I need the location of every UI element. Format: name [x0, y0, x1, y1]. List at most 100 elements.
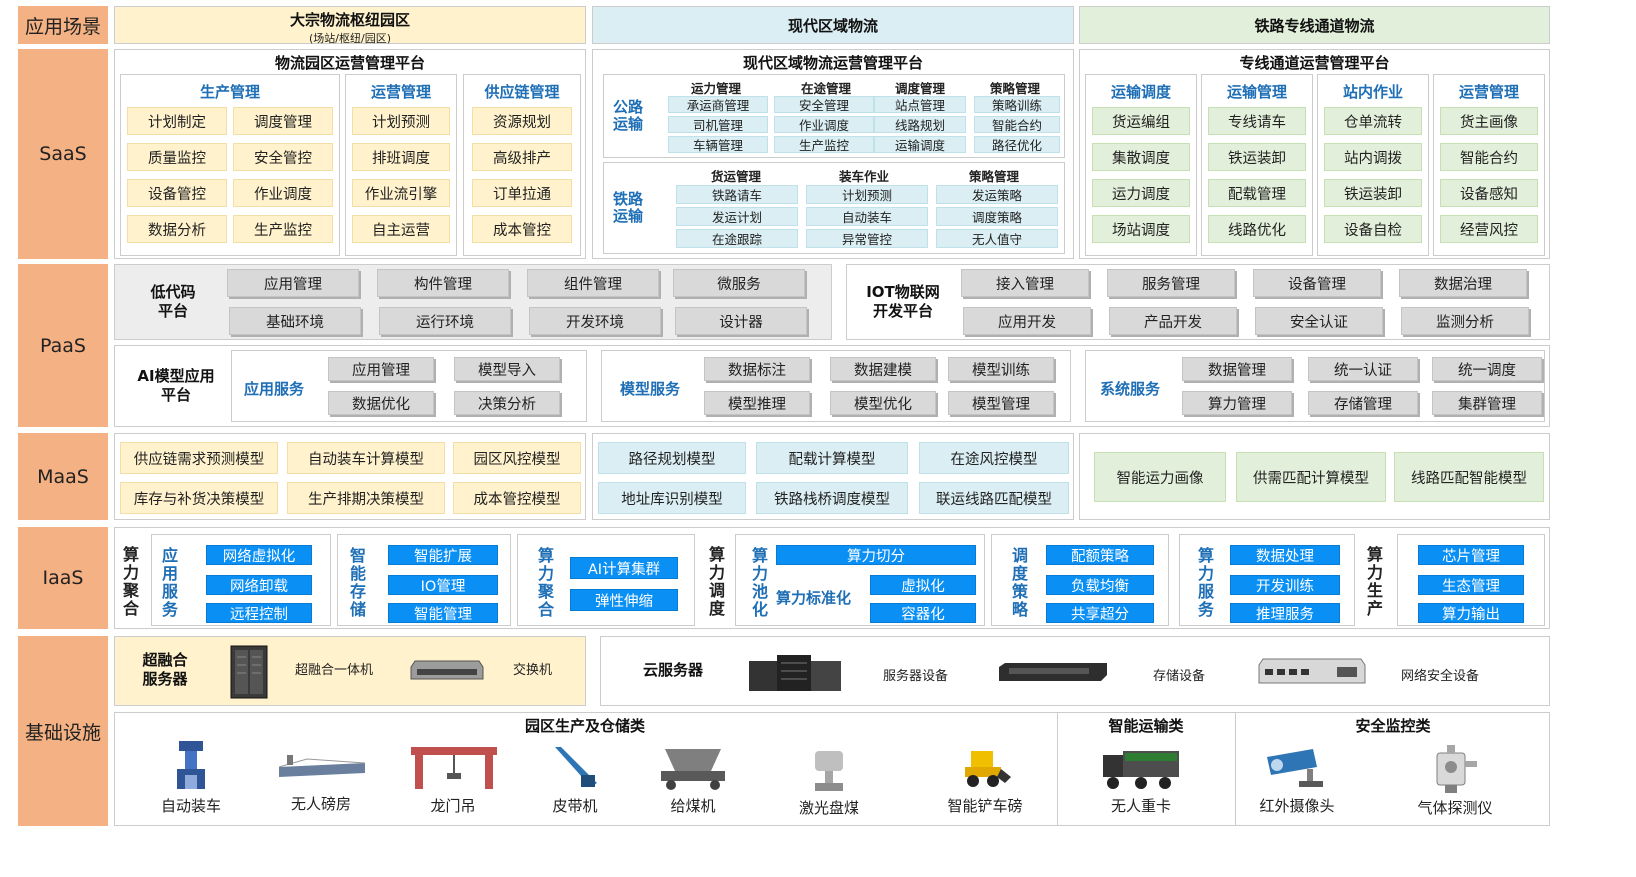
hci-item: 交换机	[513, 663, 553, 678]
iaas-cell: 算力输出	[1418, 603, 1524, 623]
paas-cell: 模型导入	[454, 357, 560, 381]
device-label: 无人磅房	[290, 795, 351, 813]
device-label: 红外摄像头	[1259, 797, 1335, 815]
laser-scanner-icon	[815, 751, 843, 791]
saas-park-platform: 物流园区运营管理平台 生产管理 计划制定 调度管理 质量监控 安全管控 设备管控…	[114, 49, 586, 259]
ai-title: AI模型应用 平台	[137, 367, 215, 404]
rail-transport-label: 铁路 运输	[612, 190, 643, 225]
iaas-smart-storage: 智 能 存 储 智能扩展 IO管理 智能管理	[337, 534, 511, 626]
saas-cell: 场站调度	[1092, 215, 1190, 243]
saas-cell: 设备自检	[1324, 215, 1422, 243]
iaas-scheduling-strategy: 调 度 策 略 配额策略 负载均衡 共享超分	[991, 534, 1169, 626]
saas-cell: 安全管控	[233, 143, 333, 171]
iaas-cell: 弹性伸缩	[570, 589, 678, 611]
rail-cell: 铁路请车	[676, 185, 798, 204]
iaas-cell: 虚拟化	[870, 575, 976, 595]
road-head: 运力管理	[690, 81, 741, 96]
paas-cell: 统一调度	[1432, 357, 1542, 381]
maas-regional-models: 路径规划模型 配载计算模型 在途风控模型 地址库识别模型 铁路栈桥调度模型 联运…	[592, 433, 1074, 520]
iaas-compute-production: 芯片管理 生态管理 算力输出	[1397, 534, 1545, 626]
paas-cell: 应用管理	[328, 357, 434, 381]
paas-cell: 服务管理	[1107, 269, 1235, 297]
maas-cell: 路径规划模型	[598, 442, 746, 474]
rail-head: 装车作业	[838, 169, 889, 184]
paas-cell: 构件管理	[377, 269, 509, 297]
scene-hub-park: 大宗物流枢纽园区 (场站/枢纽/园区)	[114, 6, 586, 45]
iaas-standardization: 算力标准化	[776, 589, 852, 607]
saas-park-supply: 供应链管理 资源规划 高级排产 订单拉通 成本管控	[463, 74, 581, 256]
rail-cell: 自动装车	[806, 207, 928, 226]
paas-cell: 决策分析	[454, 391, 560, 415]
paas-cell: 算力管理	[1182, 391, 1292, 415]
maas-cell: 联运线路匹配模型	[919, 482, 1069, 514]
iaas-cell: 算力切分	[776, 545, 976, 565]
rail-group-1: 运输调度 货运编组 集散调度 运力调度 场站调度	[1085, 74, 1197, 256]
rail-head: 策略管理	[968, 169, 1019, 184]
paas-cell: 数据治理	[1399, 269, 1527, 297]
saas-cell: 经营风控	[1440, 215, 1538, 243]
saas-cell: 数据分析	[127, 215, 227, 243]
iaas-cell: 数据处理	[1230, 545, 1340, 565]
rail-cell: 异常管控	[806, 229, 928, 248]
paas-cell: 存储管理	[1308, 391, 1418, 415]
paas-cell: 接入管理	[961, 269, 1089, 297]
supply-title: 供应链管理	[484, 83, 560, 101]
device-label: 龙门吊	[430, 797, 476, 815]
iaas-cell: 智能管理	[388, 603, 498, 623]
maas-cell: 地址库识别模型	[598, 482, 746, 514]
saas-cell: 自主运营	[352, 215, 450, 243]
weighbridge-icon	[278, 755, 366, 777]
saas-cell: 作业流引擎	[352, 179, 450, 207]
production-title: 生产管理	[199, 83, 260, 101]
iot-title: IOT物联网 开发平台	[866, 283, 940, 320]
cloud-item: 存储设备	[1153, 669, 1206, 684]
paas-cell: 应用管理	[227, 269, 359, 297]
iaas-cell: 开发训练	[1230, 575, 1340, 595]
device-label: 皮带机	[552, 797, 598, 815]
iaas-sublabel: 算 力 池 化	[751, 546, 768, 619]
road-cell: 线路规划	[874, 116, 966, 133]
rail-cell: 发运计划	[676, 207, 798, 226]
maas-cell: 库存与补货决策模型	[120, 482, 278, 514]
rail-group-2: 运输管理 专线请车 铁运装卸 配载管理 线路优化	[1201, 74, 1313, 256]
saas-park-operation: 运营管理 计划预测 排班调度 作业流引擎 自主运营	[345, 74, 457, 256]
rail-transport-box: 铁路 运输 货运管理 装车作业 策略管理 铁路请车 计划预测 发运策略 发运计划…	[603, 162, 1065, 254]
saas-cell: 生产监控	[233, 215, 333, 243]
saas-cell: 线路优化	[1208, 215, 1306, 243]
saas-cell: 仓单流转	[1324, 107, 1422, 135]
hci-title: 超融合 服务器	[142, 651, 188, 688]
cloud-item: 网络安全设备	[1401, 669, 1480, 684]
iaas-sublabel: 智 能 存 储	[349, 546, 366, 619]
road-cell: 生产监控	[774, 136, 874, 153]
paas-cell: 设计器	[675, 307, 807, 335]
iaas-cell: 推理服务	[1230, 603, 1340, 623]
road-cell: 车辆管理	[668, 136, 768, 153]
rail-cell: 无人值守	[936, 229, 1058, 248]
road-cell: 运输调度	[874, 136, 966, 153]
saas-cell: 调度管理	[233, 107, 333, 135]
road-transport-label: 公路 运输	[612, 98, 643, 133]
saas-railway-platform: 专线通道运营管理平台 运输调度 货运编组 集散调度 运力调度 场站调度 运输管理…	[1079, 49, 1550, 259]
maas-railway-models: 智能运力画像 供需匹配计算模型 线路匹配智能模型	[1079, 433, 1550, 520]
gas-detector-icon	[1436, 745, 1477, 793]
saas-cell: 设备管控	[127, 179, 227, 207]
iaas-sublabel: 应 用 服 务	[161, 546, 178, 619]
paas-cell: 集群管理	[1432, 391, 1542, 415]
infra-devices: 园区生产及仓储类 智能运输类 安全监控类 自动装车 无人磅房 龙门吊 皮带机 给…	[114, 712, 1550, 826]
device-group-title: 智能运输类	[1108, 717, 1184, 735]
rail-cell: 调度策略	[936, 207, 1058, 226]
saas-cell: 质量监控	[127, 143, 227, 171]
saas-cell: 成本管控	[472, 215, 572, 243]
iaas-cell: 智能扩展	[388, 545, 498, 565]
rail-group-title: 运输管理	[1226, 83, 1287, 101]
iaas-label: 算 力 调 度	[708, 545, 725, 618]
saas-regional-platform: 现代区域物流运营管理平台 公路 运输 运力管理 在途管理 调度管理 策略管理 承…	[592, 49, 1074, 259]
iaas-sublabel: 算 力 聚 合	[537, 546, 554, 619]
device-label: 自动装车	[160, 797, 221, 815]
belt-conveyor-icon	[555, 747, 597, 787]
auto-loader-icon	[177, 741, 205, 789]
iaas-sublabel: 调 度 策 略	[1011, 546, 1028, 619]
paas-cell: 微服务	[673, 269, 805, 297]
road-cell: 作业调度	[774, 116, 874, 133]
ai-model-service: 模型服务 数据标注 数据建模 模型训练 模型推理 模型优化 模型管理	[601, 350, 1071, 422]
